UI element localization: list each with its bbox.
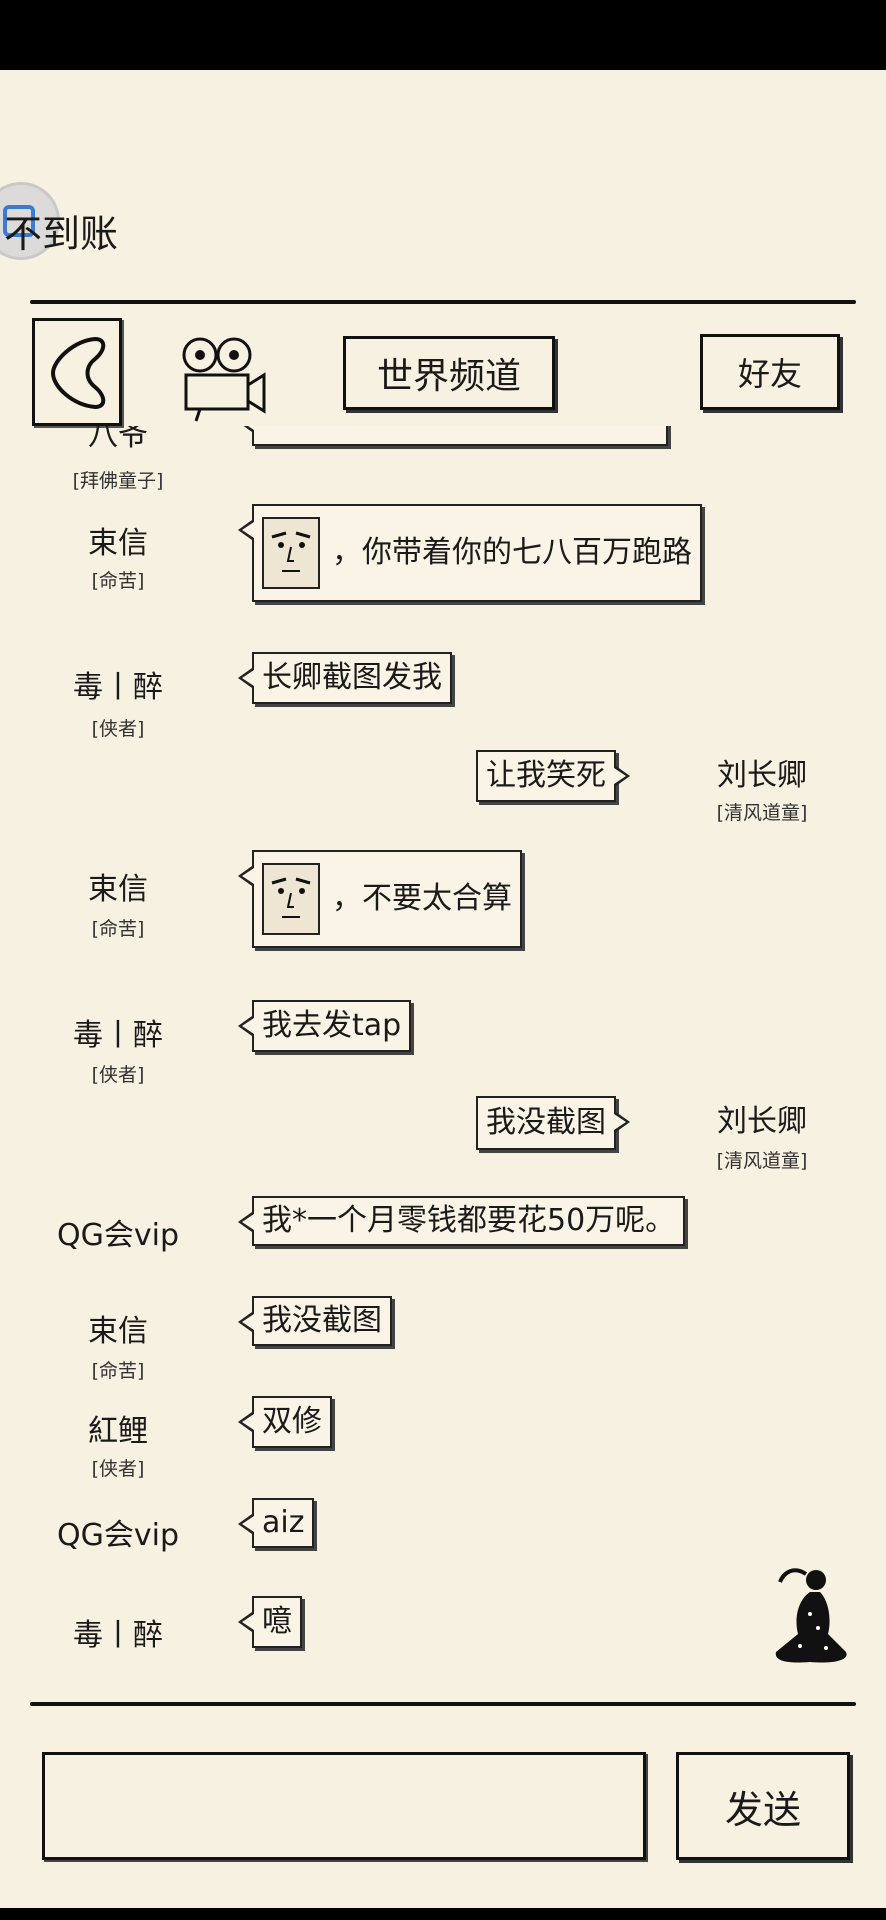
message-bubble[interactable]: 我去发tap [237,1000,412,1052]
sender-title: [清风道童] [716,802,808,824]
sender-title: [清风道童] [716,1150,808,1172]
message-bubble[interactable]: 噫 [238,1596,302,1648]
message-bubble[interactable]: 让我笑死 [476,750,630,802]
input-divider [30,1702,856,1706]
friends-label: 好友 [737,355,802,393]
send-label: 发送 [724,1787,801,1832]
message-bubble[interactable]: ，不要太合算 [238,850,522,948]
message-text: aiz [262,1505,305,1540]
message-bubble[interactable]: 我*一个月零钱都要花50万呢。 [237,1196,686,1246]
message-text: 双修 [262,1404,322,1439]
send-button[interactable]: 发送 [676,1752,850,1860]
message-bubble[interactable]: aiz [237,1498,315,1548]
message-bubble[interactable]: ，你带着你的七八百万跑路 [238,504,702,602]
back-button[interactable] [32,318,122,426]
top-title: 不到账 [4,212,119,256]
message-text: 长卿截图发我 [262,660,442,695]
message-bubble[interactable]: 长卿截图发我 [238,652,452,704]
header-divider [30,300,856,304]
message-bubble[interactable]: 我没截图 [238,1296,392,1346]
chat-input[interactable] [42,1752,646,1860]
message-bubble[interactable]: 我没截图 [476,1096,630,1150]
sender-name: 毒丨醉 [73,1018,163,1053]
sender-title: [侠者] [91,1064,145,1086]
movie-camera-icon[interactable] [176,335,268,425]
message-text: 我没截图 [262,1303,382,1338]
chat-list[interactable]: 八爷 [拜佛童子] 束信 [命苦] ，你带着你的七八百万跑路 毒丨醉 [侠者] … [0,426,886,1680]
sender-name: 束信 [88,1314,148,1349]
message-text: 我没截图 [486,1105,606,1140]
sender-name: 紅鲤 [88,1414,148,1449]
sender-name: 刘长卿 [717,758,807,793]
sender-name: QG会vip [57,1218,179,1253]
message-bubble [238,426,668,446]
chevron-left-icon [50,336,106,410]
sender-title: [命苦] [91,1360,145,1382]
world-channel-label: 世界频道 [376,356,521,397]
message-text: 我去发tap [262,1008,402,1043]
sender-name: 束信 [88,526,148,561]
message-text: ，你带着你的七八百万跑路 [332,535,692,570]
sender-title: [命苦] [91,918,145,940]
sender-name: 八爷 [88,426,148,453]
status-bar [0,0,886,70]
message-text: 噫 [262,1604,292,1639]
floating-assistant-icon[interactable] [0,182,60,260]
sender-name: 毒丨醉 [73,670,163,705]
message-text: 我*一个月零钱都要花50万呢。 [262,1203,676,1238]
sender-title: [命苦] [91,570,145,592]
sender-name: 束信 [88,872,148,907]
sender-name: 刘长卿 [717,1104,807,1139]
message-text: ，不要太合算 [332,881,512,916]
face-emoji-icon [262,517,320,589]
sender-title: [侠者] [91,1458,145,1480]
navigation-bar [0,1908,886,1920]
sender-title: [侠者] [91,718,145,740]
message-bubble[interactable]: 双修 [238,1396,332,1448]
friends-tab[interactable]: 好友 [700,334,840,410]
meditating-figure-icon[interactable] [770,1562,852,1668]
message-text: 让我笑死 [486,758,606,793]
face-emoji-icon [262,863,320,935]
sender-name: QG会vip [57,1518,179,1553]
sender-name: 毒丨醉 [73,1618,163,1653]
world-channel-tab[interactable]: 世界频道 [343,336,555,410]
sender-title: [拜佛童子] [72,470,164,492]
